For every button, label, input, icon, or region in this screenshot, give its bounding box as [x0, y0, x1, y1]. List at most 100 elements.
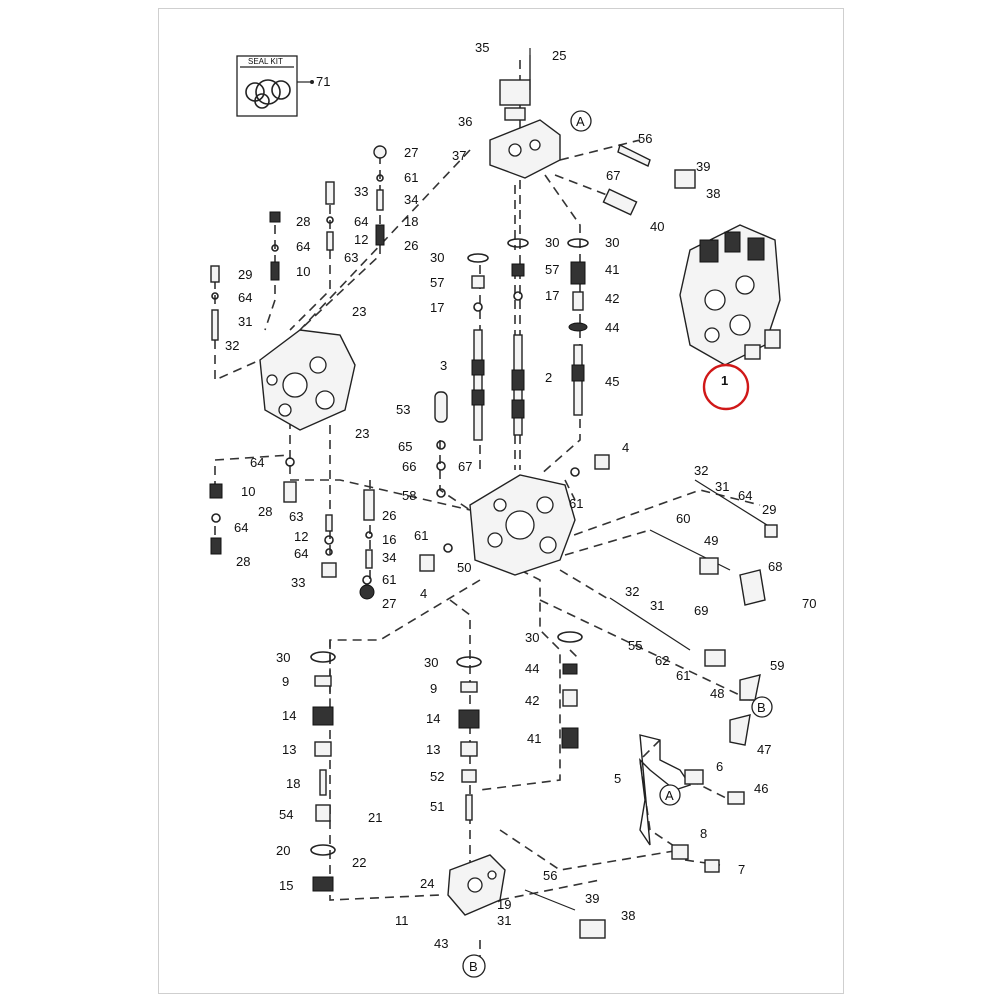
callouts-bottom-left: 30 9 14 13 18 54 21 22 20 15 — [276, 650, 382, 893]
callout: 60 — [676, 511, 690, 526]
callout: 42 — [525, 693, 539, 708]
callout: 31 — [497, 913, 511, 928]
callout: 22 — [352, 855, 366, 870]
callout: 29 — [762, 502, 776, 517]
callout: 4 — [622, 440, 629, 455]
callout: 34 — [404, 192, 418, 207]
callout: 33 — [354, 184, 368, 199]
callout: 35 — [475, 40, 489, 55]
top-valve-section — [489, 55, 561, 179]
callout: 45 — [605, 374, 619, 389]
callout: 28 — [258, 504, 272, 519]
callout: 61 — [382, 572, 396, 587]
callout: 64 — [294, 546, 308, 561]
callout: 17 — [430, 300, 444, 315]
callout: 57 — [430, 275, 444, 290]
highlight-callout: 1 — [702, 363, 750, 411]
callout: 15 — [279, 878, 293, 893]
callout: 65 — [398, 439, 412, 454]
callout: 31 — [715, 479, 729, 494]
callout: 3 — [440, 358, 447, 373]
callouts-top: 35 25 36 37 56 39 38 67 40 — [452, 40, 720, 234]
callout: 21 — [368, 810, 382, 825]
ref-marker-a-top-label: A — [576, 114, 585, 129]
highlight-callout-label: 1 — [721, 373, 728, 388]
center-valve-body — [469, 474, 576, 576]
callout: 64 — [354, 214, 368, 229]
callout: 61 — [414, 528, 428, 543]
callout: 52 — [430, 769, 444, 784]
callout: 68 — [768, 559, 782, 574]
reference-markers: A A B B — [462, 110, 773, 978]
callout: 37 — [452, 148, 466, 163]
left-valve-section — [259, 329, 356, 431]
callout: 50 — [457, 560, 471, 575]
callout: 30 — [545, 235, 559, 250]
right-fittings — [524, 143, 778, 939]
callout: 10 — [296, 264, 310, 279]
callout: 49 — [704, 533, 718, 548]
callout: 48 — [710, 686, 724, 701]
callout: 16 — [382, 532, 396, 547]
callout: 6 — [716, 759, 723, 774]
callout: 28 — [296, 214, 310, 229]
callout: 58 — [402, 488, 416, 503]
callout: 36 — [458, 114, 472, 129]
seal-kit-callout: 71 — [316, 74, 330, 89]
seal-kit-box: SEAL KIT 71 — [236, 55, 330, 117]
ref-marker-b-right — [751, 696, 773, 718]
assembled-valve-illustration — [679, 224, 781, 366]
callout: 27 — [404, 145, 418, 160]
callout: 39 — [696, 159, 710, 174]
callout: 30 — [525, 630, 539, 645]
callout: 64 — [296, 239, 310, 254]
callout: 64 — [738, 488, 752, 503]
callout: 56 — [543, 868, 557, 883]
callout: 62 — [655, 653, 669, 668]
callouts-center-upper: 30 30 30 57 57 41 17 17 42 44 3 2 45 53 … — [396, 235, 629, 511]
callout: 31 — [650, 598, 664, 613]
ref-marker-a-lower-label: A — [665, 788, 674, 803]
callout: 41 — [605, 262, 619, 277]
callout: 32 — [625, 584, 639, 599]
callout: 39 — [585, 891, 599, 906]
callout: 46 — [754, 781, 768, 796]
callout: 25 — [552, 48, 566, 63]
callout: 2 — [545, 370, 552, 385]
callout: 13 — [426, 742, 440, 757]
callout: 23 — [352, 304, 366, 319]
callout: 61 — [404, 170, 418, 185]
callout: 30 — [276, 650, 290, 665]
callout: 54 — [279, 807, 293, 822]
callout: 30 — [605, 235, 619, 250]
callout: 43 — [434, 936, 448, 951]
callout: 70 — [802, 596, 816, 611]
callout: 8 — [700, 826, 707, 841]
callout: 9 — [430, 681, 437, 696]
callout: 44 — [605, 320, 619, 335]
callout: 64 — [234, 520, 248, 535]
callout: 10 — [241, 484, 255, 499]
callout: 30 — [430, 250, 444, 265]
callout: 33 — [291, 575, 305, 590]
ref-marker-b-right-label: B — [757, 700, 766, 715]
callout: 5 — [614, 771, 621, 786]
callout: 31 — [238, 314, 252, 329]
callout: 67 — [606, 168, 620, 183]
callout: 12 — [294, 529, 308, 544]
callout: 61 — [569, 496, 583, 511]
callout: 42 — [605, 291, 619, 306]
callout: 24 — [420, 876, 434, 891]
callout: 19 — [497, 897, 511, 912]
callout: 59 — [770, 658, 784, 673]
callout: 47 — [757, 742, 771, 757]
callout: 4 — [420, 586, 427, 601]
callout: 32 — [225, 338, 239, 353]
callout: 7 — [738, 862, 745, 877]
callout: 26 — [382, 508, 396, 523]
callout: 67 — [458, 459, 472, 474]
callout: 11 — [395, 913, 409, 928]
ref-marker-a-lower — [659, 784, 681, 806]
callout: 69 — [694, 603, 708, 618]
